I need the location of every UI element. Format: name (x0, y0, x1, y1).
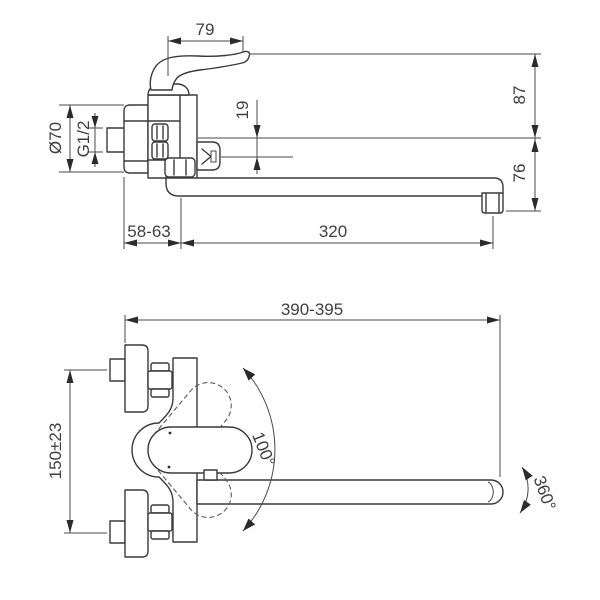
bottom-wall-connector-plan (109, 520, 126, 544)
dim-g12: G1/2 (74, 113, 103, 167)
dim-87-76: 87 76 (506, 54, 541, 212)
dim-150: 150±23 (46, 369, 107, 534)
dim-19-label: 19 (233, 101, 252, 120)
lever-screw-dot (167, 465, 171, 469)
dim-79-label: 79 (196, 20, 215, 39)
dim-79: 79 (167, 20, 244, 76)
top-escutcheon-plan (124, 344, 149, 413)
lever-handle-plan (147, 426, 253, 474)
shower-outlet-plan (203, 469, 218, 481)
dim-dia70-label: Ø70 (46, 122, 65, 154)
dim-390-395-label: 390-395 (281, 300, 343, 319)
dim-dia70: Ø70 (46, 104, 124, 173)
spout-side (165, 176, 504, 214)
spout-nut-side (164, 157, 196, 178)
spout-tip-side (481, 192, 504, 214)
escutcheon-side (123, 104, 149, 174)
spout-plan (196, 479, 504, 505)
side-view: 79 19 87 76 (46, 20, 541, 249)
dim-19: 19 (233, 100, 261, 174)
top-wall-connector-plan (109, 358, 126, 382)
spout-swivel-arc: 360° (519, 466, 560, 514)
lever-handle-side (149, 50, 251, 91)
dim-g12-label: G1/2 (74, 121, 93, 158)
dim-58-63-320: 58-63 320 (123, 177, 494, 249)
dim-390-395: 390-395 (124, 300, 501, 477)
dim-320-label: 320 (319, 222, 347, 241)
dim-58-63-label: 58-63 (127, 222, 170, 241)
shower-outlet-side (196, 141, 221, 171)
lever-screw-dot (168, 431, 172, 435)
wall-connector-side (106, 127, 126, 153)
spout-tip-seam (487, 481, 494, 503)
dim-87-label: 87 (510, 86, 529, 105)
bottom-escutcheon-plan (124, 489, 149, 558)
top-inlet-nut-plan (147, 362, 173, 398)
plan-view: 390-395 150±23 (46, 300, 560, 558)
inlet-nuts-side (151, 123, 169, 160)
dim-150-label: 150±23 (46, 423, 65, 480)
dim-76-label: 76 (510, 164, 529, 183)
dim-360deg-label: 360° (530, 473, 560, 513)
lever-ghost-up (147, 382, 232, 474)
bottom-inlet-nut-plan (147, 504, 173, 540)
